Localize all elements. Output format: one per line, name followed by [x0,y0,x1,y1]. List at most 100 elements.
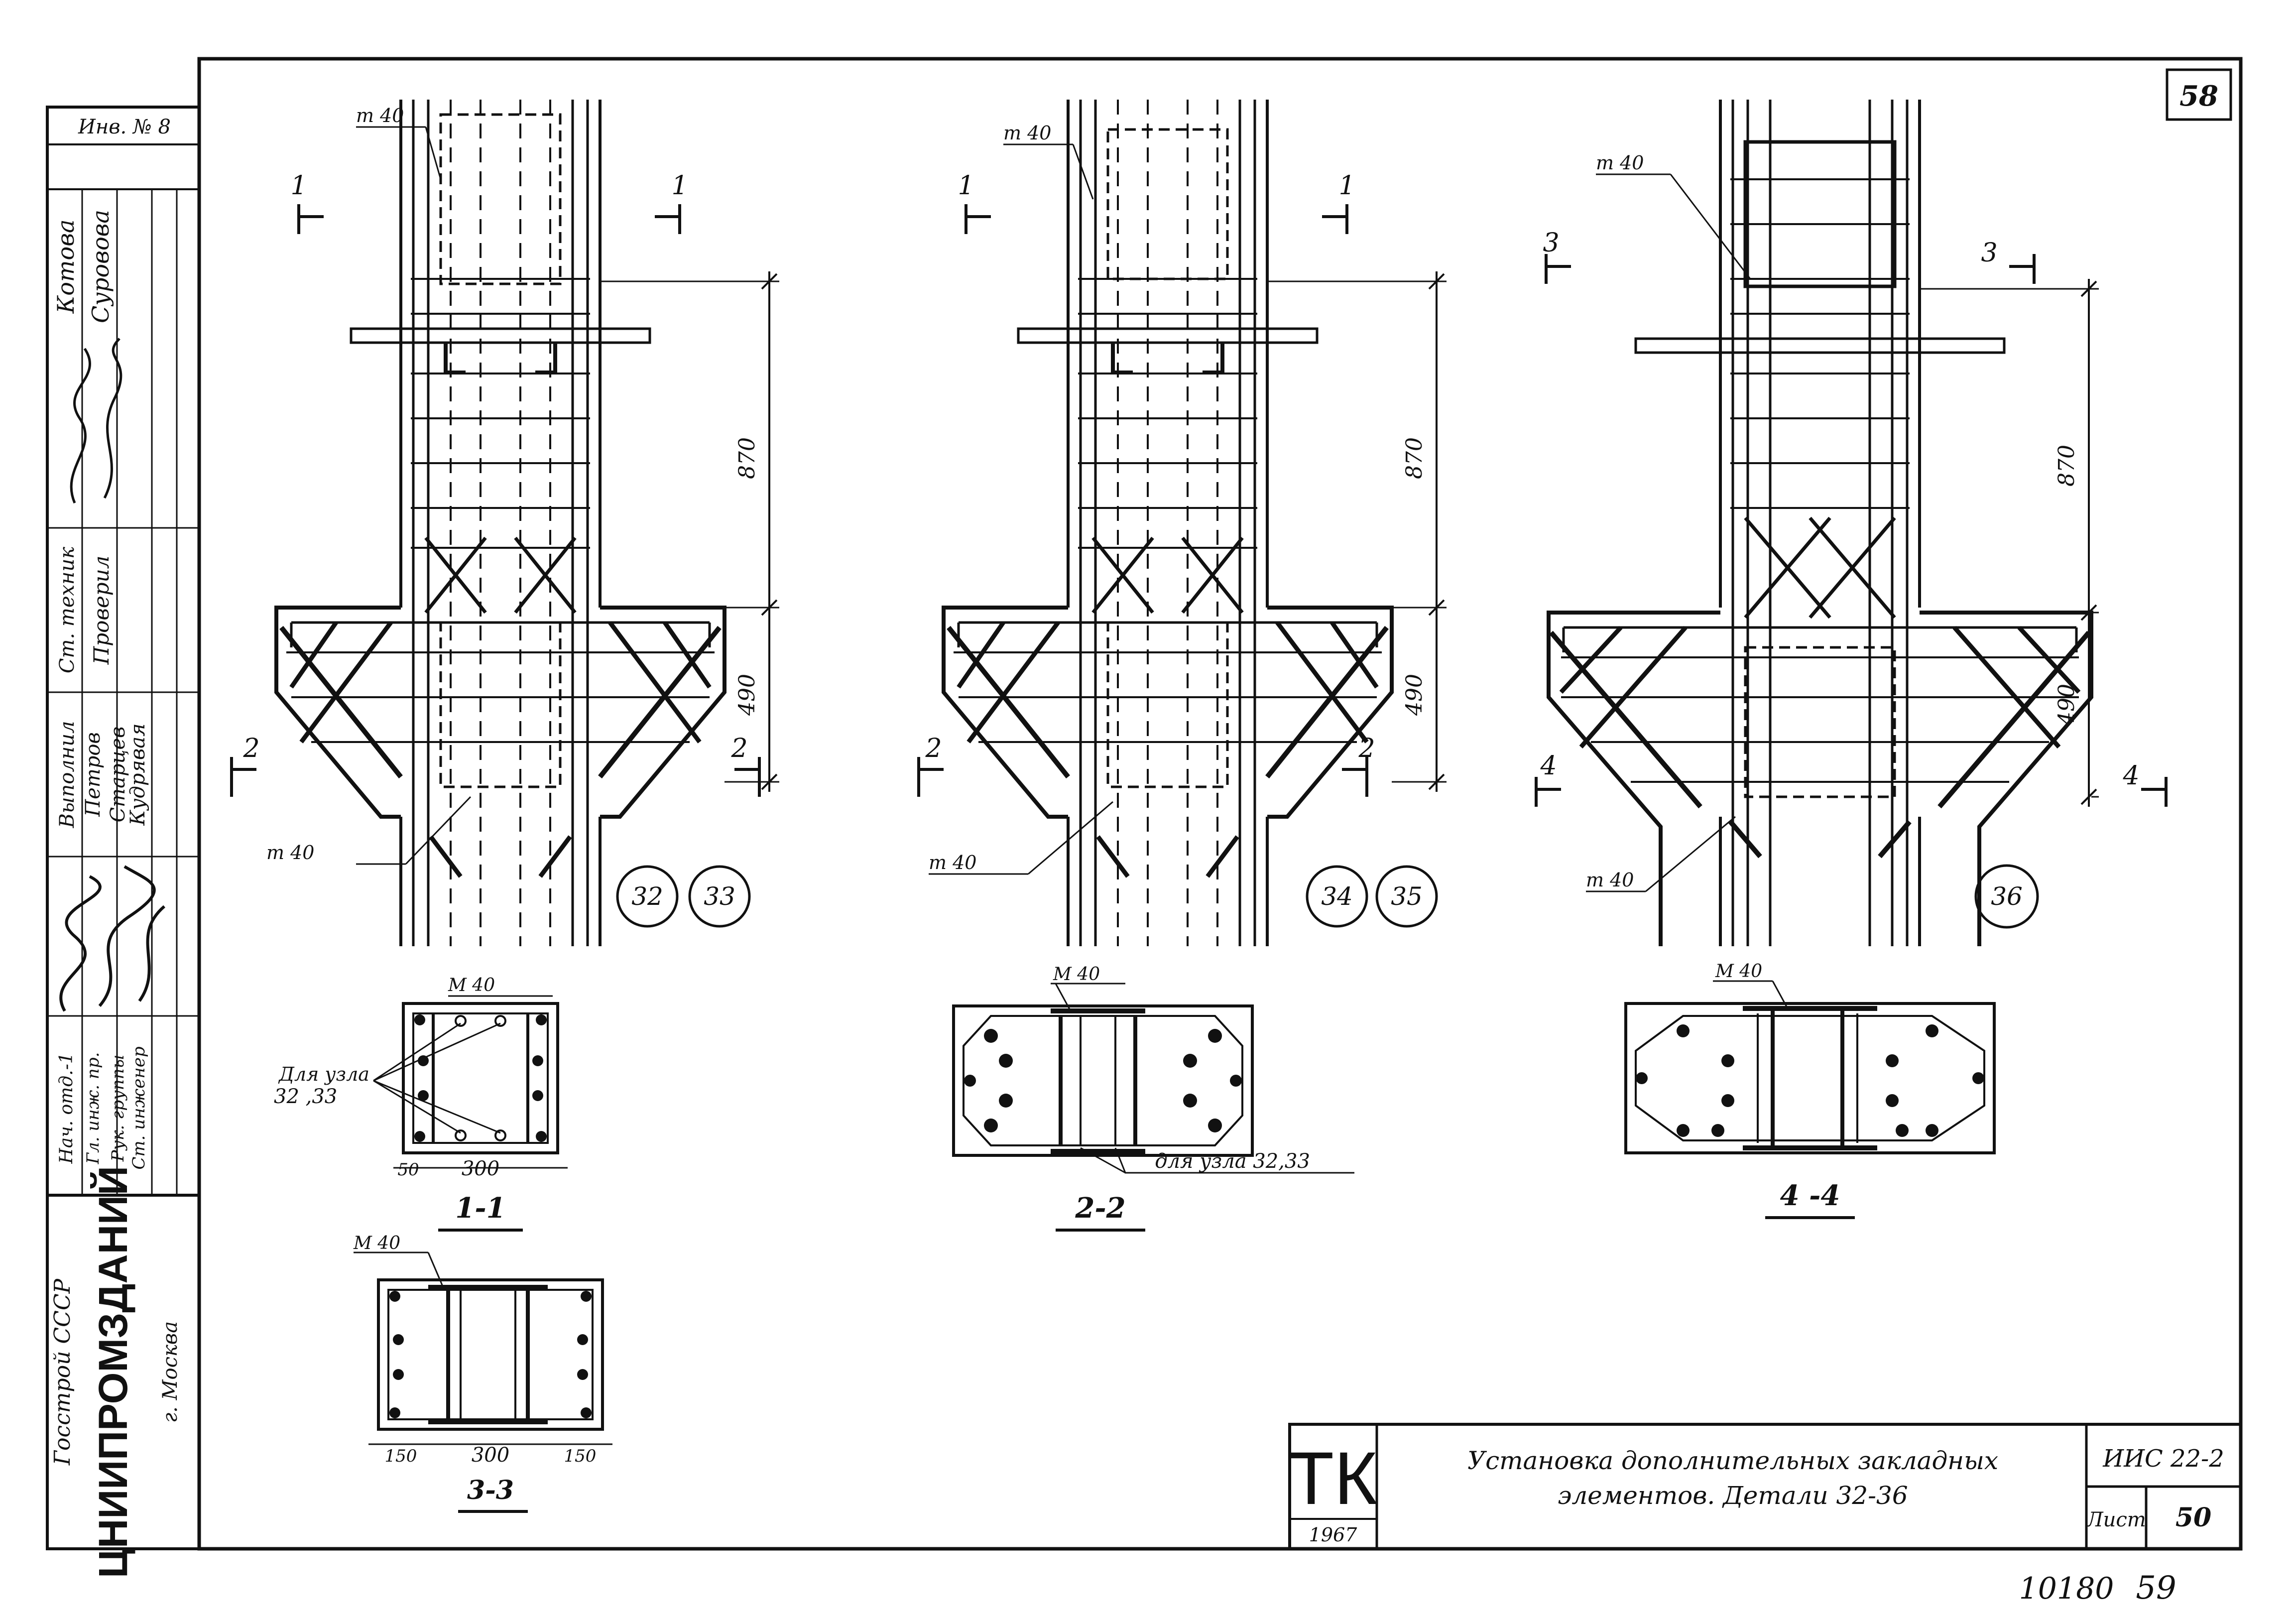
node-number-2: 35 [1391,882,1423,911]
strip-executor-3: Кудрявая [126,723,149,826]
node-marker-2: 33 [688,865,751,928]
section-left: 3 [1543,228,1559,258]
detail-elevation-3: 870 490 3 3 4 4 m 40 m 40 36 [1535,100,2168,946]
plate-top-label: m 40 [1596,152,1644,174]
cross-braces [1744,516,1896,619]
section-1-1-dim-mid: 300 [462,1157,499,1180]
section-1-1-dim-left: 50 [397,1160,419,1180]
title-sheet-value: 50 [2175,1502,2211,1533]
node-marker-1: 34 [1306,865,1368,928]
node-marker-2: 35 [1375,865,1438,928]
leader-lines [929,143,1113,875]
section-markers [230,204,761,797]
dim-lower: 490 [734,674,760,716]
sheet-number-top: 58 [2179,80,2218,113]
section-right: 3 [1981,238,1997,268]
node-number-1: 34 [1321,882,1353,911]
detail-elevation-1: 870 490 1 1 2 2 m 40 m 40 32 33 [230,100,779,946]
dimension-labels: 870 490 [1402,437,1427,716]
dim-upper: 870 [2054,445,2079,487]
lower-right: 2 [730,734,747,763]
section-2-2-note: для узла 32,33 [1155,1150,1310,1173]
node-marker-1: 32 [616,865,679,928]
section-1-1: M 40 Для узла 32 ,33 50 300 1-1 [274,975,568,1232]
section-4-4: M 40 4 -4 [1624,961,1996,1219]
sheet-frame: 58 [197,57,2243,1551]
strip-executor-2: Старцев [107,727,129,823]
plate-labels: m 40 m 40 [1586,152,1644,891]
detail-elevation-2: 870 490 1 1 2 2 m 40 m 40 34 35 [917,100,1447,946]
dim-upper: 870 [1402,437,1427,479]
dimension-labels: 870 490 [2054,445,2079,726]
title-year: 1967 [1309,1524,1358,1546]
section-left: 1 [958,171,974,201]
embedded-plate-top [1106,128,1229,280]
org-name: ЦНИИПРОМЗДАНИЙ [90,1166,136,1578]
plate-bottom-label: m 40 [1586,869,1634,891]
plate-labels: m 40 m 40 [929,122,1051,873]
dim-lower: 490 [2054,684,2079,726]
title-line-1: Установка дополнительных закладных [1467,1446,1998,1475]
strip-role-1: Ст. техник [56,547,79,673]
section-3-3-title: 3-3 [467,1475,514,1505]
plate-bottom-label: m 40 [266,842,314,864]
title-sheet-label: Лист [2085,1508,2146,1531]
section-right: 1 [1338,171,1355,201]
column-ties [411,278,590,549]
section-1-1-note-1: Для узла [278,1063,369,1085]
section-3-3: M 40 150 300 150 3-3 [353,1233,612,1513]
plate-labels: m 40 m 40 [266,105,404,864]
strip-name-1: Котова [52,220,79,314]
embedded-plate-bottom [1106,621,1229,788]
strip-role-2: Проверил [89,556,114,665]
signature-2 [59,865,165,1012]
section-1-1-title: 1-1 [455,1192,505,1225]
section-3-3-dim-left: 150 [385,1446,417,1466]
plate-top-label: m 40 [1003,122,1051,144]
dimension-lines [1267,271,1447,792]
lower-right: 2 [1358,734,1375,763]
embedded-plate-bottom [439,621,562,788]
strip-position-4: Ст. инженер [129,1046,149,1169]
column-ties [1078,278,1257,549]
node-marker-1: 36 [1974,864,2039,929]
leader-lines [356,126,472,865]
dimension-labels: 870 490 [734,437,760,716]
section-2-2: M 40 для узла 32,33 2-2 [952,964,1354,1232]
signature-1 [70,338,122,503]
lower-left: 2 [925,734,942,763]
outrigger-beam [1634,337,2006,354]
archive-page: 59 [2136,1570,2176,1607]
section-labels: 1 1 2 2 [925,171,1375,763]
title-block: ТК 1967 Установка дополнительных закладн… [1288,1423,2242,1550]
title-logo: ТК [1288,1436,1377,1520]
column-shaft [399,100,602,946]
column-ties [1730,178,1910,509]
cross-braces [1091,536,1244,614]
strip-role-3: Выполнил [56,721,79,829]
strip-position-3: Рук. группы [108,1055,128,1162]
section-1-1-note-2: 32 ,33 [274,1085,337,1108]
dim-lower: 490 [1402,674,1427,716]
section-markers [917,204,1368,797]
plate-bottom-label: m 40 [929,852,976,873]
strip-position-1: Нач. отд.-1 [56,1052,77,1164]
column-shaft [1067,100,1269,946]
cross-braces [424,536,577,614]
strip-position-2: Гл. инж. пр. [83,1052,103,1165]
lower-left: 4 [1540,751,1557,781]
section-3-3-plate: M 40 [353,1233,400,1253]
node-number-2: 33 [704,882,735,911]
section-markers [1535,254,2168,807]
strip-name-2: Суровова [87,210,114,323]
title-line-2: элементов. Детали 32-36 [1558,1481,1908,1510]
dimension-lines [600,271,779,792]
archive-number: 10180 [2019,1571,2114,1606]
section-2-2-title: 2-2 [1075,1192,1125,1225]
left-stamp-strip: Инв. № 8 Котова Суровова Ст. техник Пров… [46,106,201,1578]
inv-label: Инв. № 8 [78,116,171,138]
section-labels: 3 3 4 4 [1540,228,2139,791]
section-right: 1 [671,171,688,201]
section-2-2-plate: M 40 [1053,964,1100,985]
